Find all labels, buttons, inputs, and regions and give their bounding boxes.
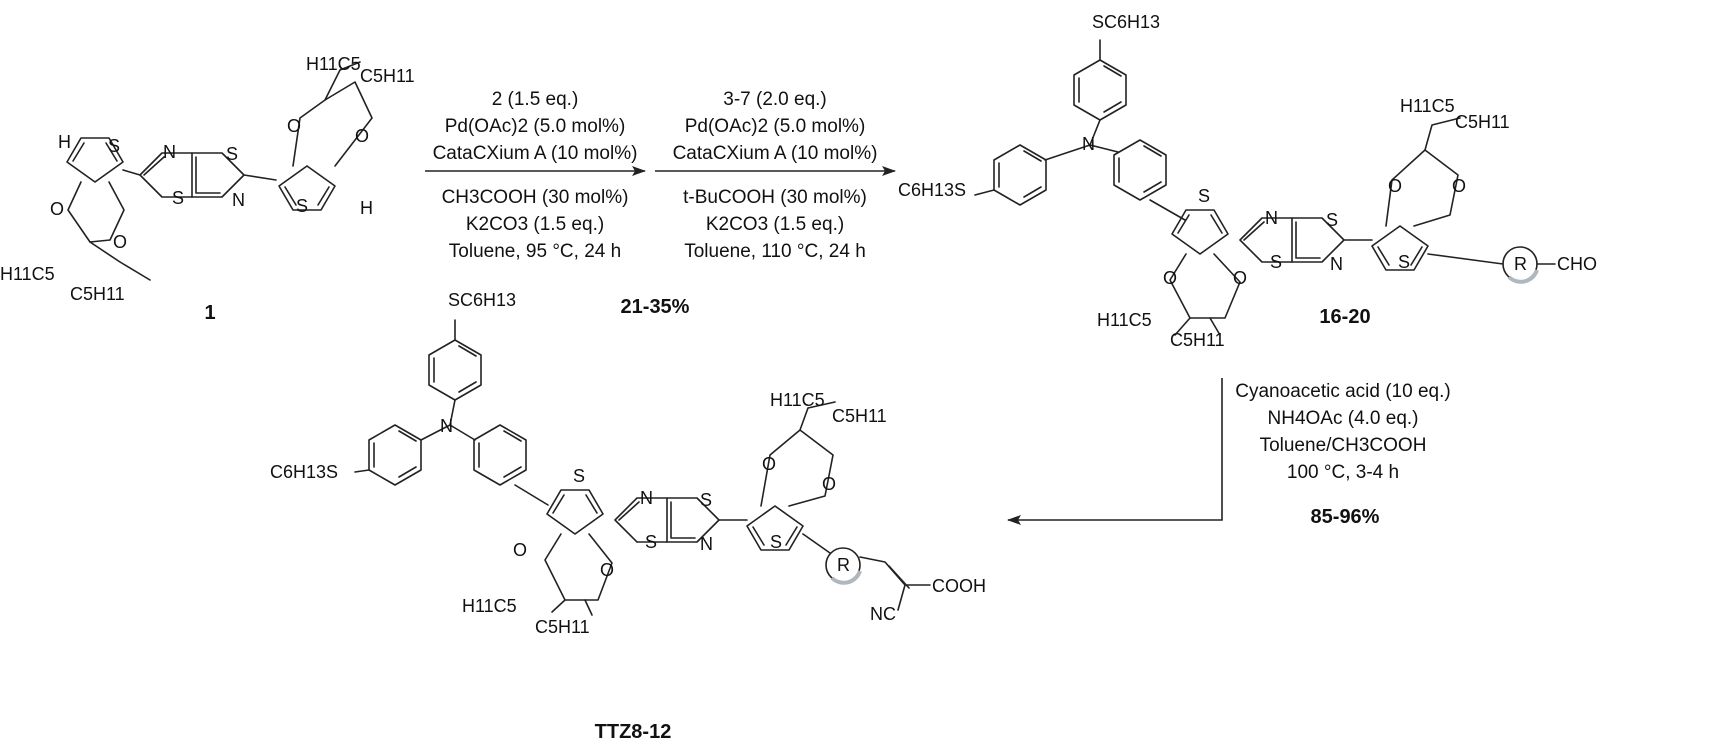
atom-O-1b: O [113, 232, 127, 252]
step1-yield: 21-35% [620, 296, 690, 318]
chain-H11C5-2: H11C5 [1097, 310, 1152, 330]
chain-H11C5-3: H11C5 [462, 596, 517, 616]
chain-H11C5-3b: H11C5 [770, 390, 825, 410]
chain-C5H11-3: C5H11 [535, 617, 590, 637]
atom-N-2: N [1082, 134, 1095, 154]
chain-C6H13S-2: C6H13S [898, 180, 966, 200]
atom-O-3a: O [513, 540, 527, 560]
chain-C5H11-2b: C5H11 [1455, 112, 1510, 132]
atom-S-3b: S [700, 490, 712, 510]
step2-conditions-top: 3-7 (2.0 eq.) Pd(OAc)2 (5.0 mol%) CataCX… [655, 86, 895, 167]
atom-S-2b: S [1326, 210, 1338, 230]
step1-solvent-temp: Toluene, 95 °C, 24 h [448, 241, 622, 262]
atom-O-2d: O [1452, 176, 1466, 196]
atom-O-1a: O [50, 199, 64, 219]
step2-solvent-temp: Toluene, 110 °C, 24 h [684, 241, 866, 262]
atom-S-1d: S [296, 196, 308, 216]
chain-C5H11-1b: C5H11 [360, 66, 415, 86]
atom-N-3b: N [700, 534, 713, 554]
step2-ligand: CataCXium A (10 mol%) [672, 143, 878, 164]
atom-N-1a: N [163, 142, 176, 162]
compound-1-structure [66, 61, 373, 281]
step2-base: K2CO3 (1.5 eq.) [705, 214, 845, 235]
atom-R-3: R [837, 555, 850, 575]
atom-H-1b: H [360, 198, 373, 218]
atom-O-1d: O [355, 126, 369, 146]
atom-S-3c: S [645, 532, 657, 552]
atom-S-2c: S [1270, 252, 1282, 272]
group-NC: NC [870, 604, 896, 624]
chain-H11C5-1: H11C5 [0, 264, 55, 284]
atom-R-2: R [1514, 254, 1527, 274]
step3-additive: NH4OAc (4.0 eq.) [1267, 408, 1419, 429]
chain-SC6H13-3: SC6H13 [448, 290, 516, 310]
compound-16-20-structure [974, 39, 1556, 336]
atom-H-1: H [58, 132, 71, 152]
atom-O-3c: O [762, 454, 776, 474]
atom-S-1c: S [172, 188, 184, 208]
atom-N-3a: N [640, 488, 653, 508]
step1-conditions-bottom: CH3COOH (30 mol%) K2CO3 (1.5 eq.) Toluen… [420, 184, 650, 265]
atom-S-2a: S [1198, 186, 1210, 206]
compound-ttz8-12-label: TTZ8-12 [594, 721, 672, 743]
atom-N-2a: N [1265, 208, 1278, 228]
chain-C6H13S-3: C6H13S [270, 462, 338, 482]
atom-O-2b: O [1233, 268, 1247, 288]
step3-solvent: Toluene/CH3COOH [1259, 435, 1427, 456]
step1-conditions-top: 2 (1.5 eq.) Pd(OAc)2 (5.0 mol%) CataCXiu… [420, 86, 650, 167]
atom-S-2d: S [1398, 252, 1410, 272]
atom-N-3: N [440, 416, 453, 436]
compound-16-20-label: 16-20 [1319, 306, 1371, 328]
atom-O-3b: O [600, 560, 614, 580]
step3-reagent: Cyanoacetic acid (10 eq.) [1235, 381, 1451, 402]
chain-C5H11-1: C5H11 [70, 284, 125, 304]
step2-catalyst: Pd(OAc)2 (5.0 mol%) [684, 116, 866, 137]
group-COOH: COOH [932, 576, 986, 596]
step3-temp-time: 100 °C, 3-4 h [1286, 462, 1400, 483]
atom-O-2c: O [1388, 176, 1402, 196]
chain-SC6H13-2: SC6H13 [1092, 12, 1160, 32]
atom-N-1b: N [232, 190, 245, 210]
atom-O-3d: O [822, 474, 836, 494]
step3-yield: 85-96% [1310, 506, 1380, 528]
atom-S-1a: S [108, 136, 120, 156]
step1-acid: CH3COOH (30 mol%) [441, 187, 629, 208]
step1-reagent: 2 (1.5 eq.) [491, 89, 579, 110]
compound-ttz8-12-structure [354, 319, 931, 616]
group-CHO: CHO [1557, 254, 1597, 274]
atom-O-1c: O [287, 116, 301, 136]
chain-H11C5-2b: H11C5 [1400, 96, 1455, 116]
step1-ligand: CataCXium A (10 mol%) [432, 143, 638, 164]
step1-base: K2CO3 (1.5 eq.) [465, 214, 605, 235]
chain-C5H11-2: C5H11 [1170, 330, 1225, 350]
step2-conditions-bottom: t-BuCOOH (30 mol%) K2CO3 (1.5 eq.) Tolue… [655, 184, 895, 265]
atom-S-3d: S [770, 532, 782, 552]
atom-S-1b: S [226, 144, 238, 164]
atom-N-2b: N [1330, 254, 1343, 274]
compound-1-label: 1 [204, 302, 216, 324]
step3-conditions: Cyanoacetic acid (10 eq.) NH4OAc (4.0 eq… [1228, 378, 1458, 486]
step2-acid: t-BuCOOH (30 mol%) [683, 187, 867, 208]
chain-H11C5-1b: H11C5 [306, 54, 361, 74]
arrow-step3 [1007, 378, 1223, 525]
atom-S-3a: S [573, 466, 585, 486]
chain-C5H11-3b: C5H11 [832, 406, 887, 426]
step1-catalyst: Pd(OAc)2 (5.0 mol%) [444, 116, 626, 137]
step2-reagent: 3-7 (2.0 eq.) [723, 89, 827, 110]
atom-O-2a: O [1163, 268, 1177, 288]
